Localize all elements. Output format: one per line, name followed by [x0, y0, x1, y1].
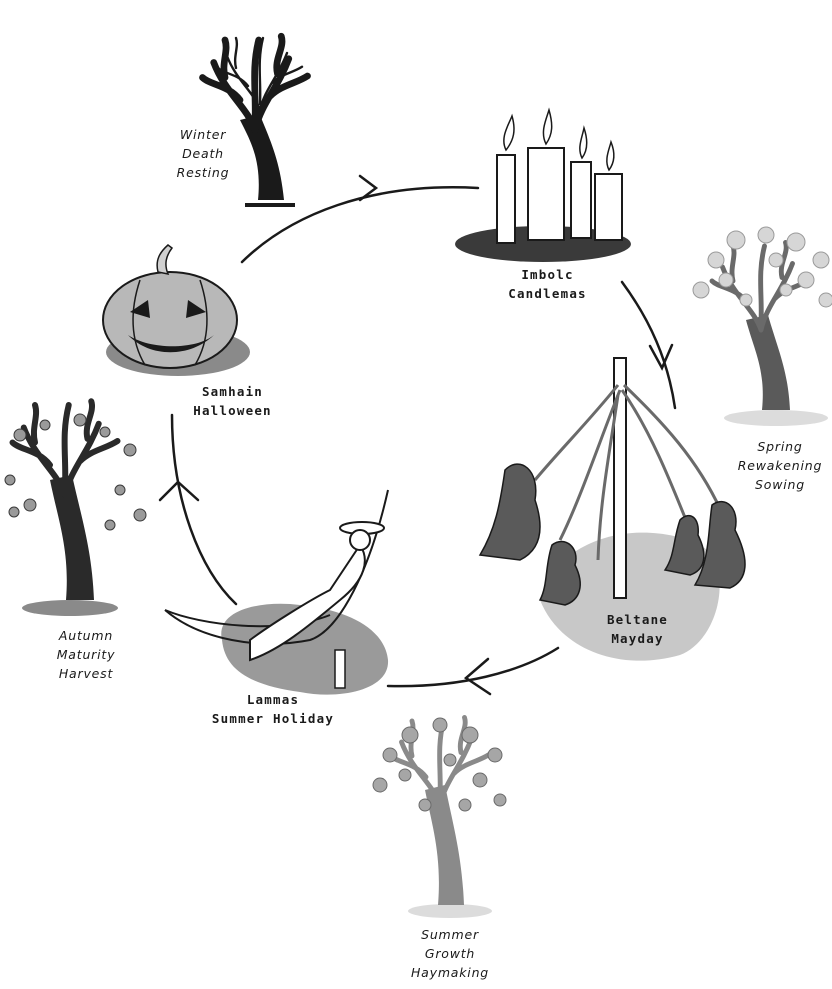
lammas-name: Lammas — [208, 690, 338, 709]
summer-tree-illustration — [373, 718, 506, 919]
summer-line-3: Haymaking — [405, 963, 495, 982]
arrow-lammas-to-samhain — [172, 415, 236, 604]
samhain-label: Samhain Halloween — [180, 382, 285, 420]
spring-label: Spring Rewakening Sowing — [730, 437, 830, 494]
winter-line-2: Death — [168, 144, 238, 163]
winter-label: Winter Death Resting — [168, 125, 238, 182]
hammock-illustration — [165, 490, 388, 695]
beltane-name: Beltane — [595, 610, 680, 629]
imbolc-alt: Candlemas — [500, 284, 595, 303]
pumpkin-illustration — [103, 245, 250, 376]
summer-line-1: Summer — [405, 925, 495, 944]
lammas-label: Lammas Summer Holiday — [208, 690, 338, 728]
samhain-name: Samhain — [180, 382, 285, 401]
imbolc-label: Imbolc Candlemas — [500, 265, 595, 303]
arrow-beltane-to-lammas — [388, 648, 558, 686]
autumn-tree-illustration — [5, 401, 146, 616]
winter-line-3: Resting — [168, 163, 238, 182]
summer-line-2: Growth — [405, 944, 495, 963]
summer-label: Summer Growth Haymaking — [405, 925, 495, 982]
autumn-line-3: Harvest — [45, 664, 127, 683]
candles-illustration — [455, 110, 631, 262]
spring-tree-illustration — [693, 227, 832, 426]
beltane-label: Beltane Mayday — [595, 610, 680, 648]
autumn-line-1: Autumn — [45, 626, 127, 645]
winter-line-1: Winter — [168, 125, 238, 144]
imbolc-name: Imbolc — [500, 265, 595, 284]
samhain-alt: Halloween — [180, 401, 285, 420]
beltane-alt: Mayday — [595, 629, 680, 648]
lammas-alt: Summer Holiday — [208, 709, 338, 728]
spring-line-1: Spring — [730, 437, 830, 456]
autumn-line-2: Maturity — [45, 645, 127, 664]
spring-line-3: Sowing — [730, 475, 830, 494]
autumn-label: Autumn Maturity Harvest — [45, 626, 127, 683]
spring-line-2: Rewakening — [730, 456, 830, 475]
